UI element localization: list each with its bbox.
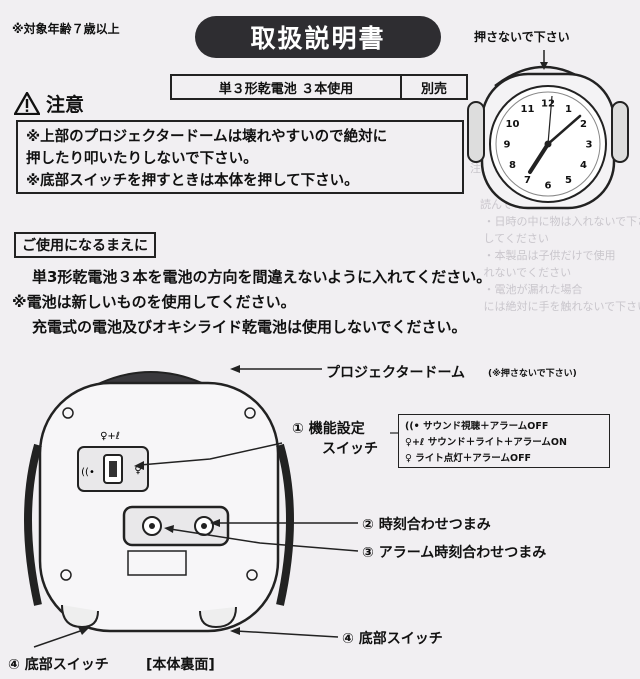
back-view-label: [本体裏面] [146, 657, 215, 673]
mode-switch-label-2: スイッチ [322, 441, 378, 457]
battery-spec: 単３形乾電池 ３本使用 [172, 76, 402, 98]
sound-icon: ((• [405, 421, 420, 432]
sold-separately: 別売 [420, 81, 447, 97]
bottom-switch-label-left: ④ 底部スイッチ [8, 657, 109, 673]
battery-spec-box: 単３形乾電池 ３本使用 別売 [170, 74, 468, 100]
dial-number: 5 [565, 175, 572, 186]
svg-text:♀: ♀ [134, 465, 141, 476]
mode-options-box: ((• サウンド視聴＋アラームOFF ♀+ℓ サウンド＋ライト＋アラームON ♀… [398, 414, 610, 468]
dial-number: 6 [545, 181, 552, 192]
dial-number: 12 [541, 99, 555, 110]
dial-number: 10 [506, 119, 520, 130]
caution-line: ※上部のプロジェクタードームは壊れやすいので絶対に [26, 129, 388, 145]
caution-title: 注意 [46, 94, 85, 116]
dial-number: 4 [580, 160, 587, 171]
svg-text:♀+ℓ: ♀+ℓ [100, 431, 120, 442]
mode-option: ♀+ℓ サウンド＋ライト＋アラームON [405, 437, 567, 448]
preparation-line: 充電式の電池及びオキシライド乾電池は使用しないでください。 [32, 318, 467, 336]
dial-number: 3 [586, 140, 593, 151]
mode-option: ((• サウンド視聴＋アラームOFF [405, 421, 549, 432]
preparation-line: 単3形乾電池３本を電池の方向を間違えないように入れてください。 [32, 268, 492, 286]
dial-number: 1 [565, 104, 572, 115]
caution-box: ※上部のプロジェクタードームは壊れやすいので絶対に 押したり叩いたりしないで下さ… [16, 120, 464, 194]
dial-number: 9 [504, 140, 511, 151]
light-icon: ♀ [405, 453, 412, 464]
preparation-line: ※電池は新しいものを使用してください。 [12, 293, 296, 311]
dial-number: 2 [580, 119, 587, 130]
mode-option: ♀ ライト点灯＋アラームOFF [405, 453, 532, 464]
bottom-switch-label-right: ④ 底部スイッチ [342, 631, 443, 647]
caution-line: ※底部スイッチを押すときは本体を押して下さい。 [26, 173, 359, 189]
do-not-press-note: 押さないで下さい [474, 30, 570, 44]
bleed-through-text: 読んでください ・日時の中に物は入れないで下さい してください ・本製品は子供だ… [480, 198, 640, 313]
mode-switch-label: ① 機能設定 [292, 421, 365, 437]
svg-text:((•: ((• [81, 467, 95, 478]
age-notice: ※対象年齢７歳以上 [12, 22, 120, 36]
preparation-heading: ご使用になるまえに [14, 232, 156, 258]
clock-back-illustration: ♀+ℓ ((• ♀ [24, 365, 398, 648]
time-knob-label: ② 時刻合わせつまみ [362, 517, 491, 533]
dial-number: 11 [521, 104, 535, 115]
caution-line: 押したり叩いたりしないで下さい。 [26, 151, 258, 167]
dial-number: 7 [524, 175, 531, 186]
projector-dome-note: (※押さないで下さい) [488, 369, 577, 379]
projector-dome-label: プロジェクタードーム [326, 365, 466, 381]
caution-heading: 注意 [14, 90, 84, 117]
page-title: 取扱説明書 [195, 16, 441, 58]
dial-number: 8 [509, 160, 516, 171]
light-sound-icon: ♀+ℓ [405, 437, 425, 448]
alarm-knob-label: ③ アラーム時刻合わせつまみ [362, 545, 547, 561]
warning-icon [14, 92, 40, 115]
